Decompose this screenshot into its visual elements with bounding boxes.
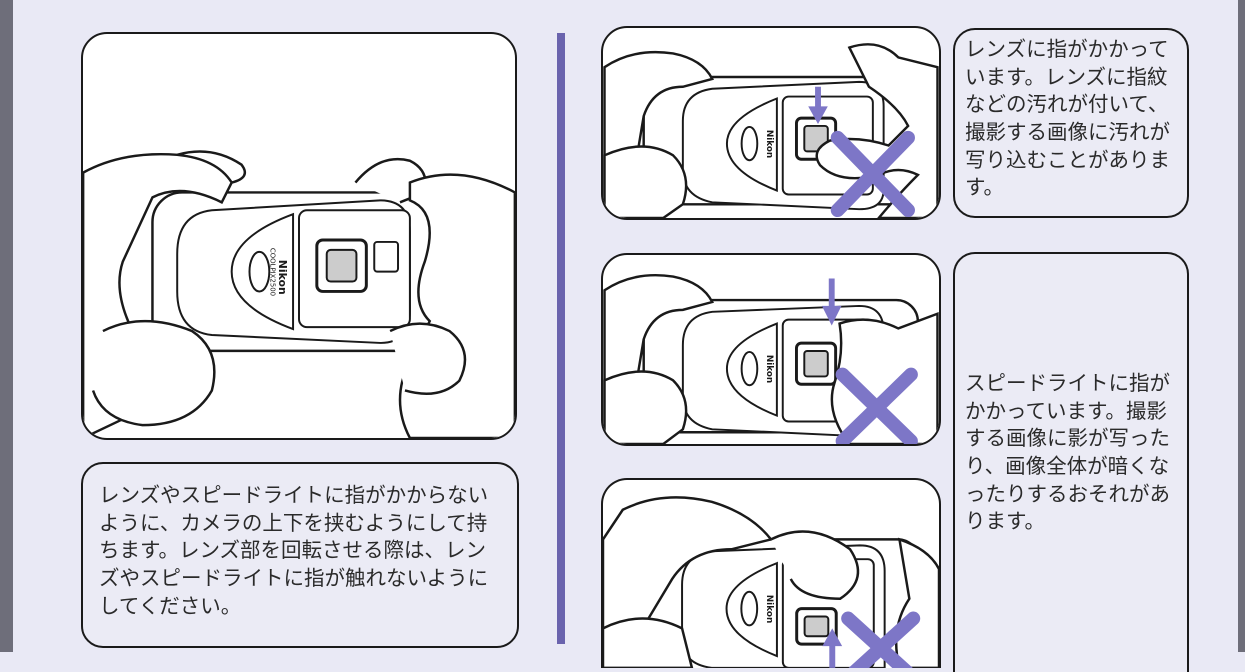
brand-label: Nikon — [276, 260, 289, 295]
brand-label: Nikon — [764, 355, 774, 383]
lens-warning-text: レンズに指がかかっています。レンズに指紋などの汚れが付いて、撮影する画像に汚れが… — [965, 37, 1170, 200]
lens-blocked-drawing: Nikon — [603, 43, 939, 218]
lens-warning-note: レンズに指がかかっています。レンズに指紋などの汚れが付いて、撮影する画像に汚れが… — [953, 28, 1189, 218]
flash-blocked-illustration-2: Nikon — [601, 478, 941, 668]
flash-warning-note: スピードライトに指がかかっています。撮影する画像に影が写ったり、画像全体が暗くな… — [953, 252, 1189, 672]
brand-label: Nikon — [764, 595, 774, 624]
correct-grip-illustration: Nikon COOLPIX2500 — [81, 32, 517, 440]
brand-label: Nikon — [764, 130, 774, 158]
flash-blocked-drawing-1: Nikon — [603, 273, 939, 444]
model-label: COOLPIX2500 — [268, 248, 276, 296]
camera-hold-drawing: Nikon COOLPIX2500 — [83, 150, 515, 438]
flash-warning-text: スピードライトに指がかかっています。撮影する画像に影が写ったり、画像全体が暗くな… — [965, 371, 1170, 534]
page-edge-left — [0, 0, 13, 652]
lens-blocked-illustration: Nikon — [601, 26, 941, 220]
grip-instruction-note: レンズやスピードライトに指がかからないように、カメラの上下を挟むようにして持ちま… — [81, 462, 519, 648]
x-mark-icon — [835, 367, 918, 444]
page-edge-right — [1238, 0, 1245, 652]
section-divider — [557, 33, 565, 644]
grip-instruction-text: レンズやスピードライトに指がかからないように、カメラの上下を挟むようにして持ちま… — [99, 483, 489, 618]
flash-blocked-drawing-2: Nikon — [603, 496, 939, 668]
flash-blocked-illustration-1: Nikon — [601, 253, 941, 446]
x-mark-icon — [830, 130, 915, 218]
